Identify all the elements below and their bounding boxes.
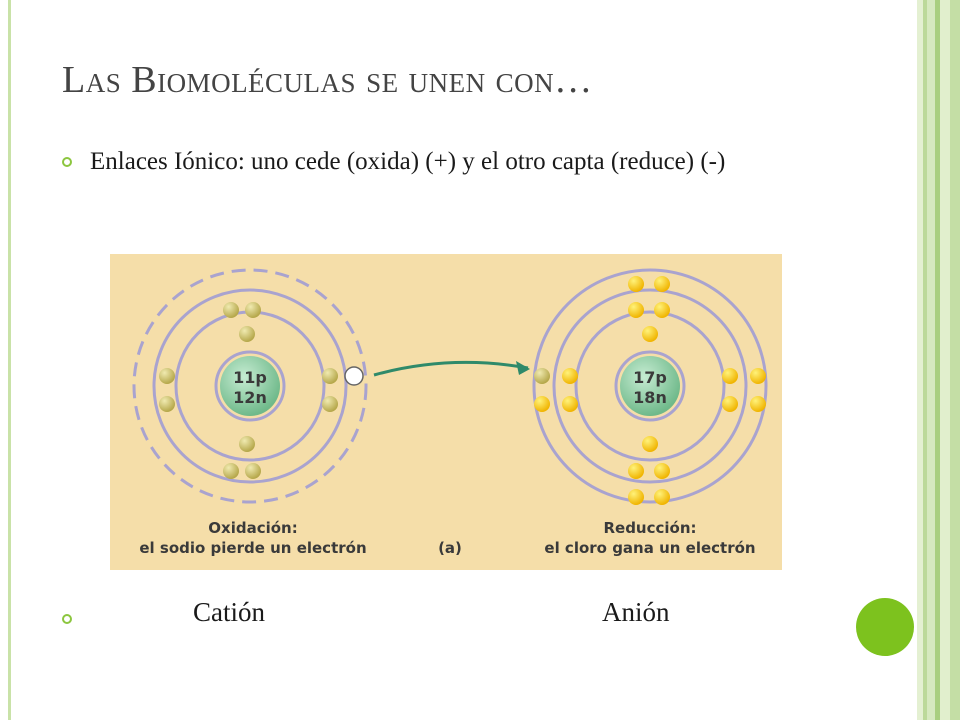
curved-arrow-right-icon: [373, 360, 529, 377]
decorative-green-dot: [856, 598, 914, 656]
anion-label: Anión: [602, 597, 670, 627]
sodium-shell-3: [152, 288, 348, 484]
oxidation-text: el sodio pierde un electrón: [139, 539, 367, 557]
slide-title: Las Biomoléculas se unen con…: [62, 59, 593, 101]
reduction-caption: Reducción: el cloro gana un electrón: [530, 518, 770, 558]
atom-diagram: 11p 12n 17p 18n: [132, 268, 768, 505]
bullet-ionic-bond: Enlaces Iónico: uno cede (oxida) (+) y e…: [90, 148, 726, 175]
chlorine-shell-4: [532, 268, 768, 504]
chlorine-protons: 17p: [633, 368, 667, 387]
oxidation-caption: Oxidación: el sodio pierde un electrón: [128, 518, 378, 558]
sodium-electrons: [159, 302, 338, 479]
chlorine-shell-3: [552, 288, 748, 484]
chlorine-shell-1: [614, 350, 686, 422]
transferred-electron-outline: [344, 366, 364, 386]
right-border-stripes: [917, 0, 960, 720]
sodium-nucleus: [220, 356, 280, 416]
sodium-outer-shell-dashed: [132, 268, 368, 504]
reduction-title: Reducción:: [603, 519, 697, 537]
figure-letter: (a): [438, 539, 462, 557]
chlorine-neutrons: 18n: [633, 388, 667, 407]
reduction-text: el cloro gana un electrón: [544, 539, 756, 557]
oxidation-title: Oxidación:: [208, 519, 298, 537]
sodium-neutrons: 12n: [233, 388, 267, 407]
bullet-icon: [62, 614, 72, 624]
chlorine-nucleus: [620, 356, 680, 416]
arrow-head-icon: [516, 361, 530, 375]
gained-electron: [534, 368, 550, 384]
cation-label: Catión: [193, 597, 265, 627]
chlorine-electrons: [534, 276, 766, 505]
chlorine-shell-2: [574, 310, 726, 462]
chlorine-atom: [532, 268, 768, 504]
ionic-bond-figure: 11p 12n 17p 18n: [110, 254, 782, 570]
sodium-shell-1: [214, 350, 286, 422]
left-border-line: [8, 0, 11, 720]
sodium-protons: 11p: [233, 368, 267, 387]
bullet-icon: [62, 157, 72, 167]
